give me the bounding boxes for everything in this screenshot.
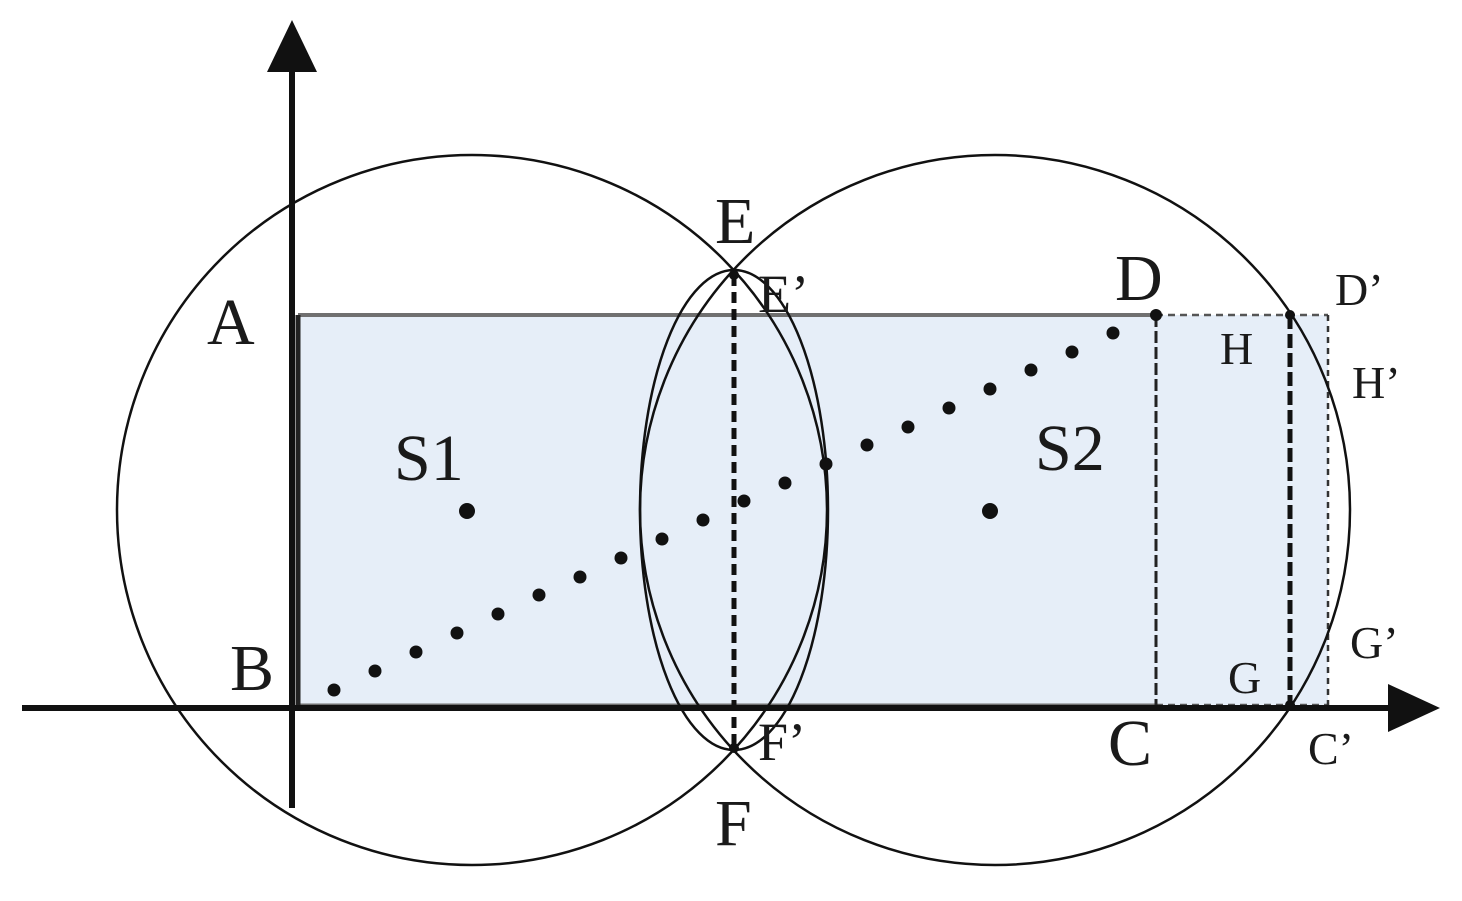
point-E-prime (729, 270, 739, 280)
label-H-prime: H’ (1352, 357, 1401, 408)
label-D-prime: D’ (1335, 264, 1384, 315)
point-D (1150, 309, 1162, 321)
sensor-point-S2 (982, 503, 998, 519)
label-S1: S1 (394, 422, 464, 495)
point-C-prime (1285, 700, 1295, 710)
label-C-prime: C’ (1308, 723, 1354, 774)
point-F-prime (729, 743, 739, 753)
label-G: G (1228, 652, 1261, 703)
label-S2: S2 (1035, 412, 1105, 485)
label-D: D (1115, 242, 1163, 315)
covered-region (298, 315, 1328, 705)
label-A: A (207, 286, 255, 359)
label-G-prime: G’ (1350, 617, 1399, 668)
label-E: E (715, 185, 755, 258)
label-E-prime: E’ (758, 264, 809, 324)
x-axis-arrow (1388, 684, 1440, 732)
label-C: C (1108, 707, 1152, 780)
label-F: F (715, 787, 752, 860)
sensor-point-S1 (459, 503, 475, 519)
point-H-prime (1285, 310, 1295, 320)
y-axis-arrow (267, 20, 317, 72)
label-F-prime: F’ (758, 712, 806, 772)
diagonal-dotted-path (327, 326, 1120, 697)
label-H: H (1220, 323, 1253, 374)
label-B: B (230, 632, 274, 705)
